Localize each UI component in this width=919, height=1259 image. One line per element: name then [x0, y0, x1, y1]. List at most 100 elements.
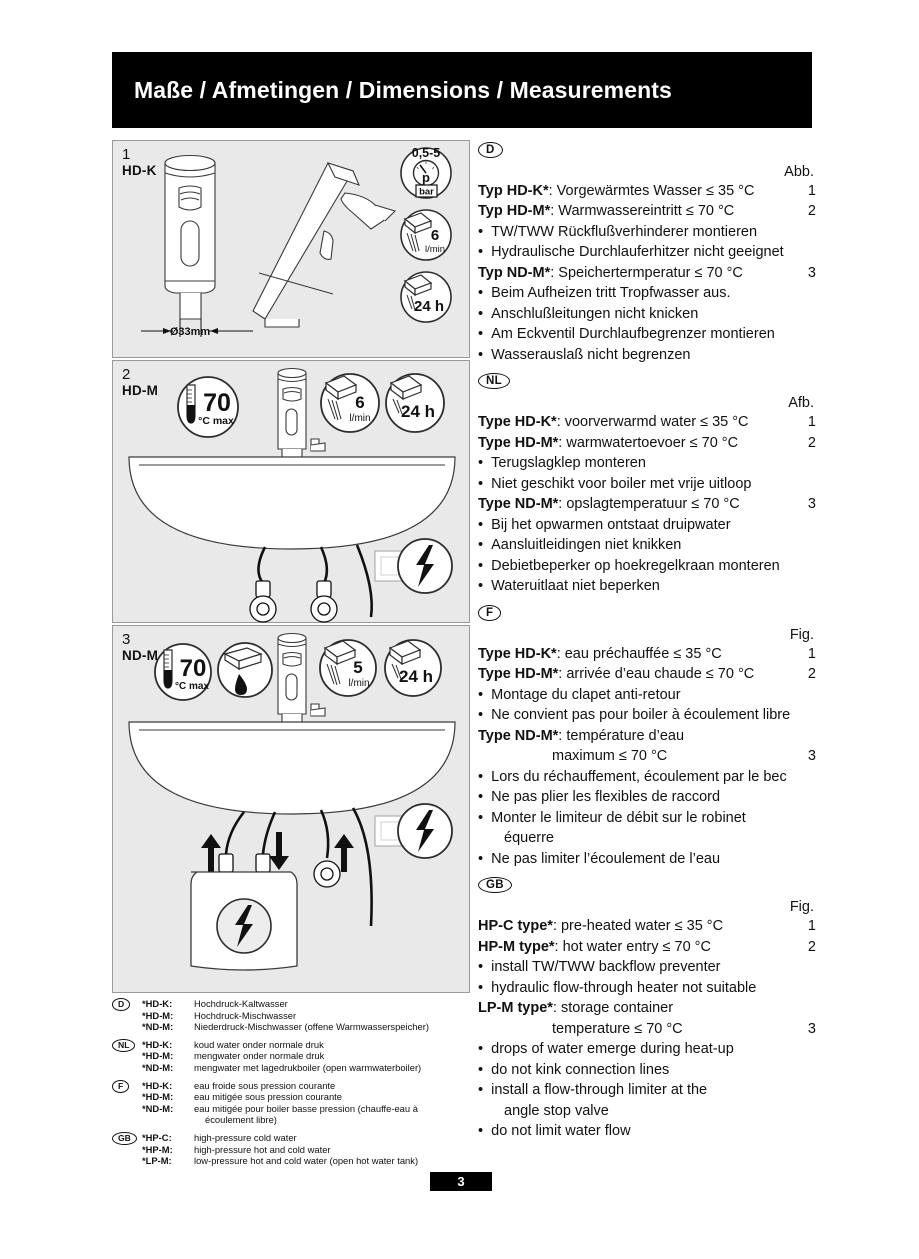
spec-type-label: HP-M type*	[478, 938, 555, 955]
spec-text: Type ND-M*: opslagtemperatuur ≤ 70 °C	[478, 494, 802, 515]
spec-type-label: Typ ND-M*	[478, 264, 551, 281]
spec-bullet-item: Lors du réchauffement, écoulement par le…	[478, 767, 816, 788]
legend-row: *HD-M: eau mitigée sous pression courante	[142, 1091, 492, 1103]
figure-2-number: 2	[122, 366, 131, 383]
legend-group-d: D *HD-K:Hochdruck-Kaltwasser*HD-M:Hochdru…	[112, 998, 492, 1033]
legend-value: mengwater onder normale druk	[194, 1050, 492, 1062]
badge-pressure-range: 0,5-5	[412, 146, 441, 160]
legend-key: *HD-M:	[142, 1091, 174, 1103]
badge-flow2-unit: l/min	[349, 413, 370, 424]
legend-country-badge: GB	[112, 1131, 137, 1145]
spec-type-label: HP-C type*	[478, 918, 553, 935]
language-block-f: F Fig.Type HD-K*: eau préchauffée ≤ 35 °C…	[478, 603, 816, 869]
legend-row: *HD-M:mengwater onder normale druk	[142, 1050, 492, 1062]
legend-country-badge: F	[112, 1079, 130, 1093]
legend-value: eau mitigée pour boiler basse pression (…	[194, 1103, 492, 1126]
legend-row: *HD-K:eau froide sous pression courante	[142, 1080, 492, 1092]
figure-2-type: HD-M	[122, 383, 159, 398]
badge-flow-2: 6 l/min	[320, 373, 380, 433]
spec-bullet-item: drops of water emerge during heat-up	[478, 1039, 816, 1060]
badge-temperature-2: 70 °C max	[177, 376, 239, 438]
spec-bullet-item: Anschlußleitungen nicht knicken	[478, 304, 816, 325]
legend-key: *HP-M:	[142, 1143, 173, 1155]
legend-value-text: koud water onder normale druk	[194, 1038, 324, 1050]
legend-value: koud water onder normale druk	[194, 1039, 492, 1051]
legend-value: eau mitigée sous pression courante	[194, 1091, 492, 1103]
badge-pressure-symbol: p	[422, 170, 430, 185]
country-code-badge: F	[478, 604, 502, 621]
spec-type-value: : opslagtemperatuur ≤ 70 °C	[558, 496, 740, 513]
badge-temperature-unit: °C max	[198, 415, 234, 427]
legend-row: *HD-M:Hochdruck-Mischwasser	[142, 1010, 492, 1022]
legend-row: *ND-M:Niederdruck-Mischwasser (offene Wa…	[142, 1021, 492, 1033]
spec-bullet-item: Ne convient pas pour boiler à écoulement…	[478, 705, 816, 726]
legend-value-text: Hochdruck-Kaltwasser	[194, 998, 288, 1009]
figure-3-type: ND-M	[122, 648, 159, 663]
legend-value-text: eau mitigée pour boiler basse pression (…	[194, 1102, 418, 1114]
figure-reference-number: 3	[807, 496, 816, 513]
legend-value-text: Hochdruck-Mischwasser	[194, 1009, 297, 1021]
spec-type-row: LP-M type*: storage container	[478, 998, 816, 1019]
spec-bullet-continuation: angle stop valve	[504, 1102, 609, 1119]
badge-drip-3	[217, 642, 273, 698]
electricity-icon	[416, 545, 434, 587]
spec-bullet-item: do not limit water flow	[478, 1121, 816, 1142]
spec-type-label: Type HD-M*	[478, 434, 559, 451]
spec-bullet-item: Ne pas limiter l’écoulement de l’eau	[478, 849, 816, 870]
legend-key: *HP-C:	[142, 1131, 172, 1143]
badge-flow-unit: l/min	[425, 244, 445, 255]
spec-type-label: Type ND-M*	[478, 496, 559, 513]
legend-value: Niederdruck-Mischwasser (offene Warmwass…	[194, 1021, 492, 1033]
figure-2-drawing: 70 °C max 6	[128, 367, 456, 623]
legend-value: Hochdruck-Kaltwasser	[194, 998, 492, 1010]
spec-type-value: : storage container	[552, 1000, 674, 1017]
spec-type-label: LP-M type*	[478, 1000, 553, 1017]
spec-type-label: Type HD-K*	[478, 645, 557, 662]
badge-time-value: 24 h	[414, 298, 444, 315]
spec-type-value: : Vorgewärmtes Wasser ≤ 35 °C	[548, 182, 755, 199]
legend-value-text: eau mitigée sous pression courante	[194, 1091, 343, 1103]
figure-1-number: 1	[122, 146, 131, 163]
figure-panel-2: 2 HD-M	[112, 360, 470, 623]
figure-reference-number: 3	[807, 748, 816, 765]
figure-1-dimension-label: Ø33mm	[170, 326, 211, 338]
spec-type-label: Type HD-M*	[478, 666, 559, 683]
spec-bullet-item: install a flow-through limiter at the	[478, 1080, 816, 1101]
spec-text: maximum ≤ 70 °C	[552, 748, 668, 765]
water-drop-icon	[235, 674, 247, 695]
legend-value-continuation: écoulement libre)	[205, 1114, 277, 1126]
spec-type-value: : Speichertermperatur ≤ 70 °C	[550, 264, 743, 281]
figure-column-header: Fig.	[789, 626, 814, 643]
spec-text: Typ ND-M*: Speichertermperatur ≤ 70 °C	[478, 263, 802, 284]
spec-type-value: : Warmwassereintritt ≤ 70 °C	[550, 203, 735, 220]
spec-type-row: Type ND-M*: température d’eau	[478, 726, 816, 747]
figure-1-drawing: Ø33mm	[141, 146, 452, 338]
country-code-badge: D	[478, 142, 503, 158]
figure-3-number: 3	[122, 631, 131, 648]
figure-panel-3: 3 ND-M	[112, 625, 470, 993]
badge-flow3-unit: l/min	[348, 678, 369, 689]
legend-value: eau froide sous pression courante	[194, 1080, 492, 1092]
country-code-badge: NL	[478, 373, 510, 390]
spec-bullet-item: install TW/TWW backflow preventer	[478, 957, 816, 978]
legend-row: *HD-K:Hochdruck-Kaltwasser	[142, 998, 492, 1010]
figure-3-drawing: 70 °C max	[128, 632, 456, 971]
badge-flow2-value: 6	[355, 393, 364, 412]
badge-time2-value: 24 h	[401, 402, 435, 421]
spec-bullet-item: Hydraulische Durchlauferhitzer nicht gee…	[478, 242, 816, 263]
figure-reference-number: 3	[807, 1020, 816, 1037]
figure-column-header: Abb.	[784, 164, 814, 180]
spec-bullet-item: Montage du clapet anti-retour	[478, 685, 816, 706]
figure-1-type: HD-K	[122, 163, 157, 178]
legend-country-badge: D	[112, 998, 131, 1011]
legend-value: high-pressure hot and cold water	[194, 1144, 492, 1156]
spec-continuation-row: maximum ≤ 70 °C 3	[478, 746, 816, 767]
spec-bullet-continuation: équerre	[504, 830, 554, 847]
spec-bullet-item: Aansluitleidingen niet knikken	[478, 535, 816, 556]
